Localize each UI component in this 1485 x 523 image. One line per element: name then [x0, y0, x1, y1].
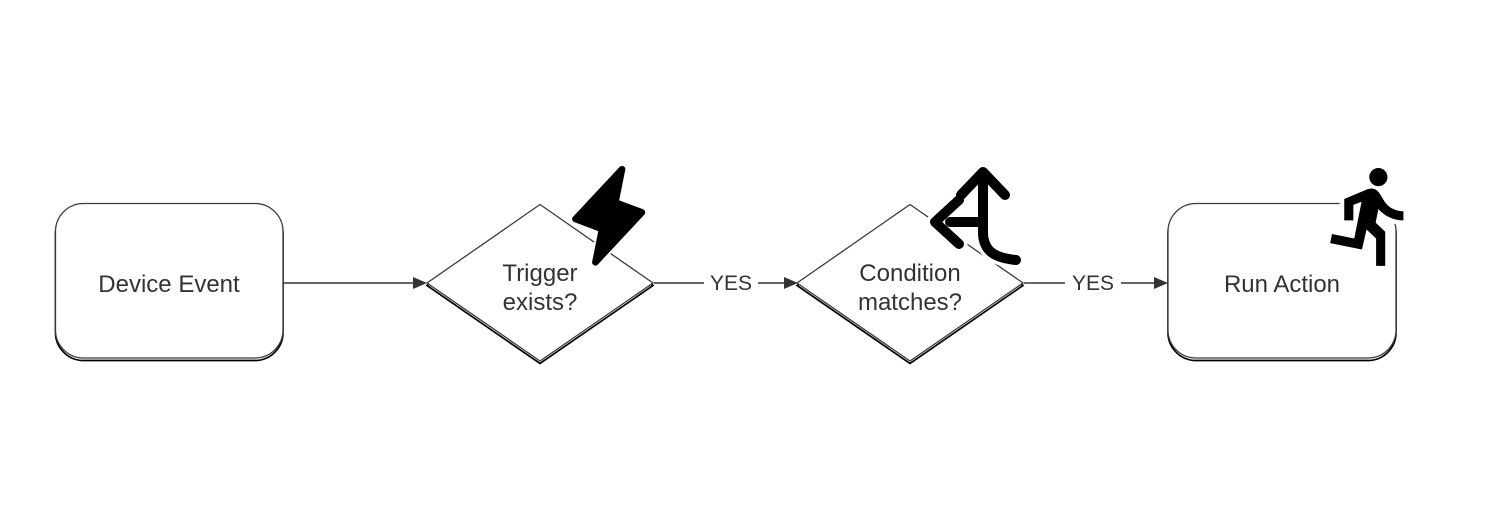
- condition-label-line2: matches?: [858, 289, 962, 316]
- arrowhead-icon: [784, 277, 798, 289]
- edge-trigger-to-condition: YES: [654, 272, 798, 295]
- condition-label-line1: Condition: [859, 260, 960, 287]
- device-event-label: Device Event: [98, 271, 240, 298]
- running-person-glyph: [1330, 168, 1404, 266]
- node-condition-matches: Condition matches?: [795, 163, 1025, 365]
- lightning-bolt-icon: [570, 164, 648, 268]
- lightning-bolt-glyph: [572, 165, 646, 266]
- edge-label-yes-2: YES: [1072, 272, 1114, 295]
- arrowhead-icon: [1154, 277, 1168, 289]
- edge-label-yes-1: YES: [710, 272, 752, 295]
- trigger-diamond: [425, 203, 655, 362]
- node-trigger-exists: Trigger exists?: [425, 164, 655, 365]
- running-person-icon: [1325, 163, 1408, 271]
- split-arrows-glyph: [930, 167, 1021, 265]
- edge-device-event-to-trigger: [283, 277, 427, 289]
- run-action-label: Run Action: [1224, 271, 1340, 298]
- edge-condition-to-run-action: YES: [1024, 272, 1168, 295]
- device-event-box: [54, 202, 284, 359]
- node-device-event: Device Event: [54, 202, 284, 362]
- trigger-label-line2: exists?: [503, 289, 578, 316]
- trigger-label-line1: Trigger: [502, 260, 577, 287]
- node-run-action: Run Action: [1167, 163, 1408, 362]
- arrowhead-icon: [413, 277, 427, 289]
- split-arrows-icon: [926, 163, 1025, 269]
